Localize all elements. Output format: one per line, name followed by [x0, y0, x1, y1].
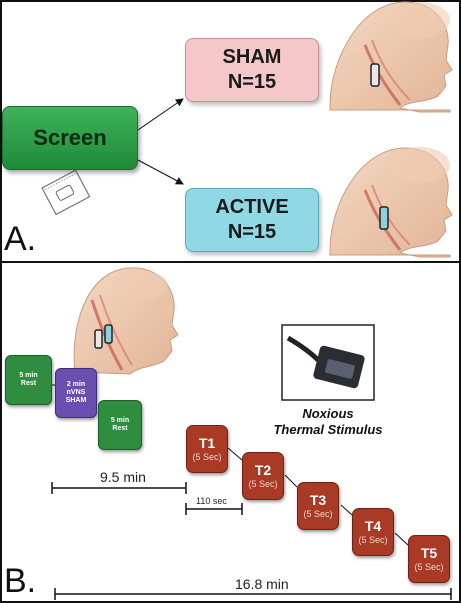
trial-t2-label: T2	[254, 461, 272, 478]
trial-t5-label: T5	[420, 544, 438, 561]
nvns-block-condition: SHAM	[65, 397, 87, 405]
trial-t2: T2 (5 Sec)	[242, 452, 284, 500]
panel-divider	[0, 261, 461, 263]
panel-b-letter: B.	[4, 562, 37, 600]
screen-box: Screen	[2, 106, 138, 170]
head-illustration-protocol	[73, 267, 179, 375]
trial-t3-label: T3	[309, 491, 327, 508]
timing-bars	[51, 482, 452, 600]
nvns-block-duration: 2 min	[66, 380, 86, 388]
arrow-to-sham	[137, 98, 184, 131]
trial-t2-duration: (5 Sec)	[248, 479, 278, 490]
stimulus-label-line1: Noxious	[302, 406, 354, 421]
trial-t3-duration: (5 Sec)	[303, 509, 333, 520]
rest-block-1: 5 min Rest	[5, 355, 52, 405]
nvns-sham-block: 2 min nVNS SHAM	[55, 368, 97, 418]
rest-block-1-label: Rest	[20, 380, 37, 387]
sham-n: N=15	[227, 71, 277, 93]
trial-t4-duration: (5 Sec)	[358, 535, 388, 546]
head-illustration-active	[329, 147, 453, 258]
nvns-block-label: nVNS	[66, 388, 86, 396]
active-label: ACTIVE	[215, 196, 289, 218]
trial-t4-label: T4	[364, 517, 382, 534]
stimulus-label-line2: Thermal Stimulus	[273, 421, 383, 437]
total-duration-label: 16.8 min	[235, 576, 289, 592]
rest-block-2-duration: 5 min	[110, 416, 130, 424]
notebook-icon	[41, 169, 91, 216]
arrow-to-active	[137, 159, 184, 185]
trial-t3: T3 (5 Sec)	[297, 482, 339, 530]
interval-label: 110 sec	[196, 496, 227, 506]
pre-duration-label: 9.5 min	[100, 469, 146, 485]
trial-t1-duration: (5 Sec)	[192, 452, 222, 463]
rest-block-2-label: Rest	[112, 425, 128, 432]
trial-t4: T4 (5 Sec)	[352, 508, 394, 556]
stimulus-label: Noxious Thermal Stimulus	[258, 406, 398, 437]
trial-t1: T1 (5 Sec)	[186, 425, 228, 473]
head-illustration-sham	[329, 1, 453, 113]
rest-block-2: 5 min Rest	[98, 400, 142, 450]
sham-label: SHAM	[222, 46, 282, 68]
trial-t1-label: T1	[198, 434, 216, 451]
active-box: ACTIVE N=15	[185, 188, 319, 252]
sham-box: SHAM N=15	[185, 38, 319, 102]
screen-label: Screen	[33, 125, 107, 151]
active-n: N=15	[227, 221, 277, 243]
trial-t5-duration: (5 Sec)	[414, 562, 444, 573]
rest-block-1-duration: 5 min	[19, 371, 38, 379]
thermode-photo	[281, 324, 375, 401]
panel-a-letter: A.	[4, 220, 37, 258]
trial-t5: T5 (5 Sec)	[408, 535, 450, 583]
